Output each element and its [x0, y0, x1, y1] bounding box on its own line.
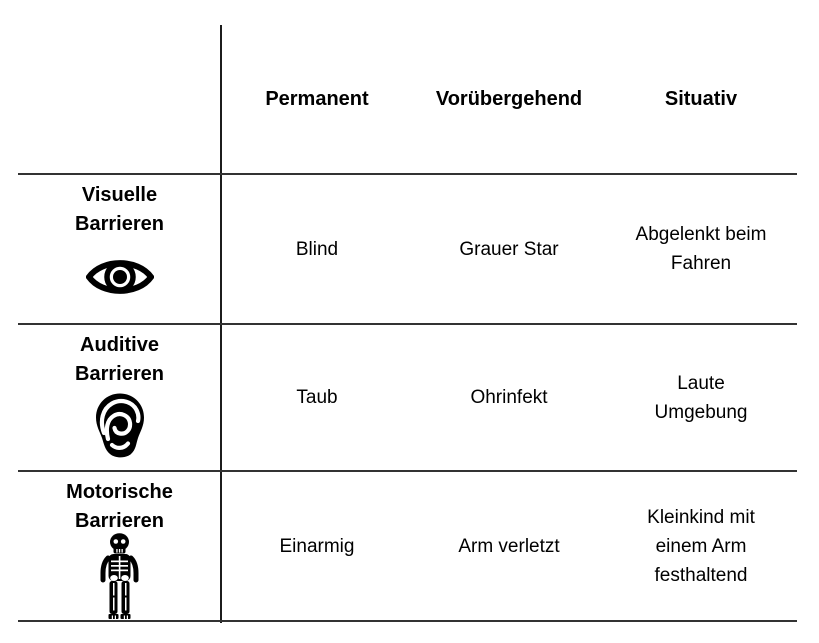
row-title: Motorische Barrieren — [66, 481, 173, 532]
eye-icon — [85, 260, 154, 294]
table-grid: Permanent Vorübergehend Situativ Visuell… — [18, 25, 797, 622]
column-header-situativ: Situativ — [664, 88, 738, 110]
cell-visuelle-situativ: Abgelenkt beim Fahren — [635, 224, 767, 274]
table-corner-blank — [18, 25, 221, 174]
cell-motorische-situativ: Kleinkind mit einem Arm festhaltend — [647, 507, 755, 586]
table-horizontal-line — [18, 470, 797, 472]
cell-auditive-permanent: Taub — [296, 387, 338, 408]
skeleton-icon — [100, 533, 139, 619]
ear-icon — [95, 393, 144, 458]
row-header-motorische-barrieren: Motorische Barrieren — [18, 471, 221, 622]
row-title: Visuelle Barrieren — [75, 184, 164, 235]
cell-auditive-voruebergehend: Ohrinfekt — [470, 387, 548, 408]
cell-visuelle-voruebergehend: Grauer Star — [459, 238, 559, 260]
row-title: Auditive Barrieren — [75, 334, 164, 385]
cell-motorische-permanent: Einarmig — [279, 536, 355, 557]
row-header-auditive-barrieren: Auditive Barrieren — [18, 324, 221, 471]
row-header-visuelle-barrieren: Visuelle Barrieren — [18, 174, 221, 324]
column-header-permanent: Permanent — [265, 88, 369, 110]
cell-auditive-situativ: Laute Umgebung — [654, 372, 748, 423]
table-horizontal-line — [18, 323, 797, 325]
cell-visuelle-permanent: Blind — [295, 238, 339, 260]
cell-motorische-voruebergehend: Arm verletzt — [458, 536, 560, 557]
column-header-voruebergehend: Vorübergehend — [435, 88, 583, 110]
table-horizontal-line — [18, 173, 797, 175]
table-horizontal-line — [18, 620, 797, 622]
